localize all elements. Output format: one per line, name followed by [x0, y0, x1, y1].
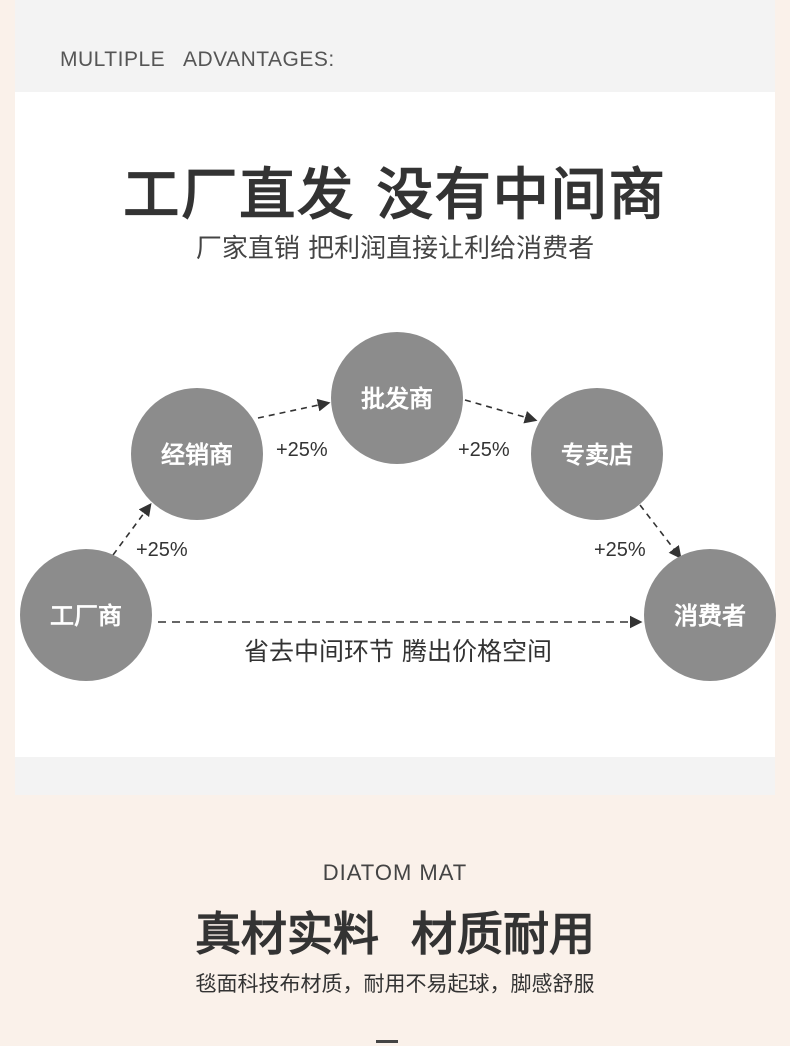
node-label-consumer: 消费者 [674, 602, 746, 630]
node-label-wholesaler: 批发商 [361, 385, 433, 413]
arrow-wholesaler-to-store [464, 399, 538, 424]
node-store: 专卖店 [531, 388, 663, 520]
section2-title: 真材实料 材质耐用 [194, 907, 596, 961]
edge-label-factory-distributor: +25% [136, 539, 188, 561]
arrow-store-to-consumer [639, 504, 682, 560]
node-factory: 工厂商 [20, 549, 152, 681]
subheadline: 厂家直销 把利润直接让利给消费者 [195, 234, 595, 264]
direct-route-note: 省去中间环节 腾出价格空间 [244, 637, 552, 666]
arrow-distributor-to-wholesaler [257, 398, 331, 419]
edge-label-store-consumer: +25% [594, 539, 646, 561]
node-label-store: 专卖店 [561, 441, 633, 469]
node-label-factory: 工厂商 [50, 602, 122, 630]
edge-label-distributor-wholesaler: +25% [276, 439, 328, 461]
node-label-distributor: 经销商 [161, 441, 233, 469]
section-caption: MULTIPLE ADVANTAGES: [60, 48, 335, 71]
divider-mark [376, 1040, 398, 1043]
edge-label-wholesaler-store: +25% [458, 439, 510, 461]
section2-subtitle: 毯面科技布材质，耐用不易起球，脚感舒服 [195, 972, 595, 996]
node-consumer: 消费者 [644, 549, 776, 681]
node-distributor: 经销商 [131, 388, 263, 520]
node-wholesaler: 批发商 [331, 332, 463, 464]
section2-caption: DIATOM MAT [322, 860, 468, 885]
headline: 工厂直发 没有中间商 [123, 163, 667, 228]
